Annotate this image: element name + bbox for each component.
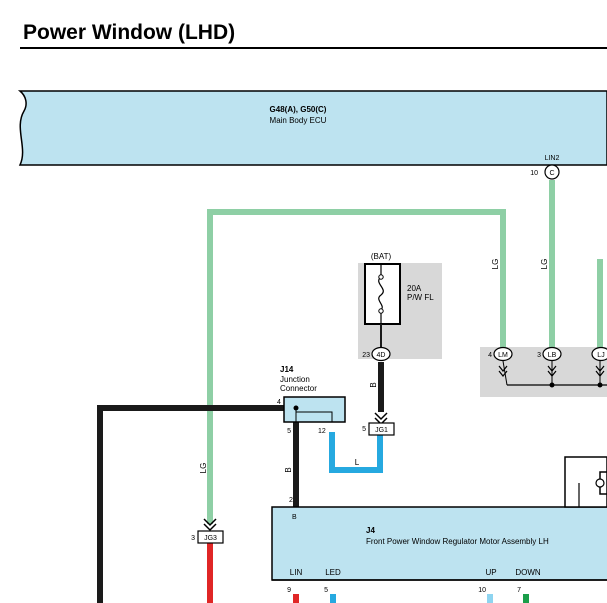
splice-pin-lb: 3	[537, 352, 541, 359]
junction-id: J14	[280, 365, 294, 374]
wire-label-b-junction: B	[284, 467, 293, 472]
motor-pin-up: 10	[478, 587, 486, 594]
fuse-pin: 23	[362, 352, 370, 359]
fuse-source: (BAT)	[371, 252, 392, 261]
wire-label-lg-left: LG	[199, 463, 208, 474]
splice-connector-lj	[591, 346, 607, 362]
junction-pin-top: 4	[277, 399, 281, 406]
jg3-pin: 3	[191, 535, 195, 542]
motor-b-label: B	[292, 514, 297, 521]
fuse-terminal-top	[378, 274, 384, 280]
junction-name-1: Junction	[280, 375, 310, 384]
wire-lg-main	[207, 209, 506, 524]
wire-lg-right	[597, 259, 603, 348]
splice-conn-lj: LJ	[597, 352, 604, 359]
motor-icon-circle	[595, 478, 605, 488]
motor-b-pin: 2	[289, 497, 293, 504]
motor-term-led: LED	[325, 568, 341, 577]
splice-conn-lb: LB	[548, 352, 557, 359]
wire-label-l: L	[355, 458, 360, 467]
motor-pin-led: 5	[324, 587, 328, 594]
junction-pin-5: 5	[287, 428, 291, 435]
wire-label-lg-right: LG	[540, 259, 549, 270]
splice-conn-lm: LM	[498, 352, 508, 359]
jg3-connector	[197, 530, 224, 544]
junction-pin-12: 12	[318, 428, 326, 435]
splice-pin-lm: 4	[488, 352, 492, 359]
ecu-lin-label: LIN2	[545, 155, 560, 162]
motor-id: J4	[366, 526, 375, 535]
junction-node	[293, 405, 299, 411]
splice-connector-lm	[493, 346, 513, 362]
fuse-name: P/W FL	[407, 293, 434, 302]
motor-term-lin: LIN	[290, 568, 303, 577]
junction-name-2: Connector	[280, 384, 317, 393]
motor-pin-lin: 9	[287, 587, 291, 594]
chevron-down-icon	[595, 365, 605, 377]
wire-label-lg-mid: LG	[491, 259, 500, 270]
ecu-lin-pin: 10	[530, 170, 538, 177]
fuse-terminal-bottom	[378, 308, 384, 314]
junction-box	[283, 396, 346, 423]
ecu-lin-connector	[544, 164, 560, 180]
motor-name: Front Power Window Regulator Motor Assem…	[366, 537, 549, 546]
motor-term-down: DOWN	[515, 568, 541, 577]
ecu-connectors: G48(A), G50(C)	[270, 105, 327, 114]
chevron-down-icon	[374, 412, 388, 426]
chevron-down-icon	[203, 518, 217, 532]
title-rule	[20, 47, 607, 49]
splice-connector-lb	[542, 346, 562, 362]
fuse-conn: 4D	[377, 352, 386, 359]
jg1-pin: 5	[362, 426, 366, 433]
ecu-name: Main Body ECU	[270, 116, 327, 125]
wire-b-left	[97, 405, 284, 603]
fuse-rating: 20A	[407, 284, 422, 293]
jg1-connector	[368, 422, 395, 436]
fuse-connector	[371, 346, 391, 362]
motor-term-up: UP	[485, 568, 496, 577]
motor-pin-down: 7	[517, 587, 521, 594]
fuse-element-icon	[378, 264, 384, 324]
wire-label-b-fuse: B	[369, 382, 378, 387]
chevron-down-icon	[498, 365, 508, 377]
jg3-conn: JG3	[204, 535, 217, 542]
motor-box	[271, 506, 607, 581]
ecu-lin-conn: C	[549, 170, 554, 177]
wire-l-loop	[329, 432, 383, 473]
jg1-conn: JG1	[375, 427, 388, 434]
chevron-down-icon	[547, 365, 557, 377]
ecu-box	[17, 90, 607, 166]
page-title: Power Window (LHD)	[23, 21, 236, 44]
